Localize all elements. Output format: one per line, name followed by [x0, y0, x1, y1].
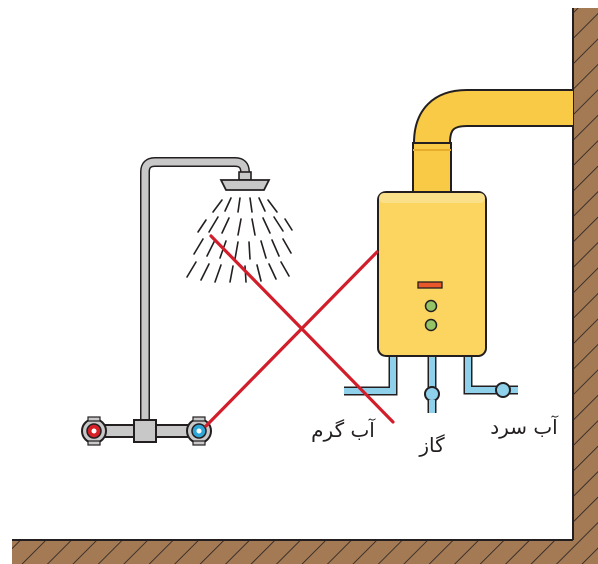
chimney-pipe: [412, 89, 573, 197]
shower-pipe: [104, 157, 250, 443]
floor: [12, 539, 598, 564]
hot-water-valve-icon: [81, 416, 107, 446]
heater-pipes: [344, 356, 518, 413]
water-heater-icon: [377, 191, 487, 357]
cold-water-valve-icon: [186, 416, 212, 446]
cold-water-label: آب سرد: [490, 414, 559, 439]
hot-water-label: آب گرم: [311, 417, 376, 442]
red-cross-icon: [204, 234, 395, 428]
gas-label: گاز: [418, 433, 445, 457]
right-wall: [572, 8, 598, 545]
shower-head-icon: [219, 171, 271, 191]
shower-spray: [186, 197, 293, 283]
